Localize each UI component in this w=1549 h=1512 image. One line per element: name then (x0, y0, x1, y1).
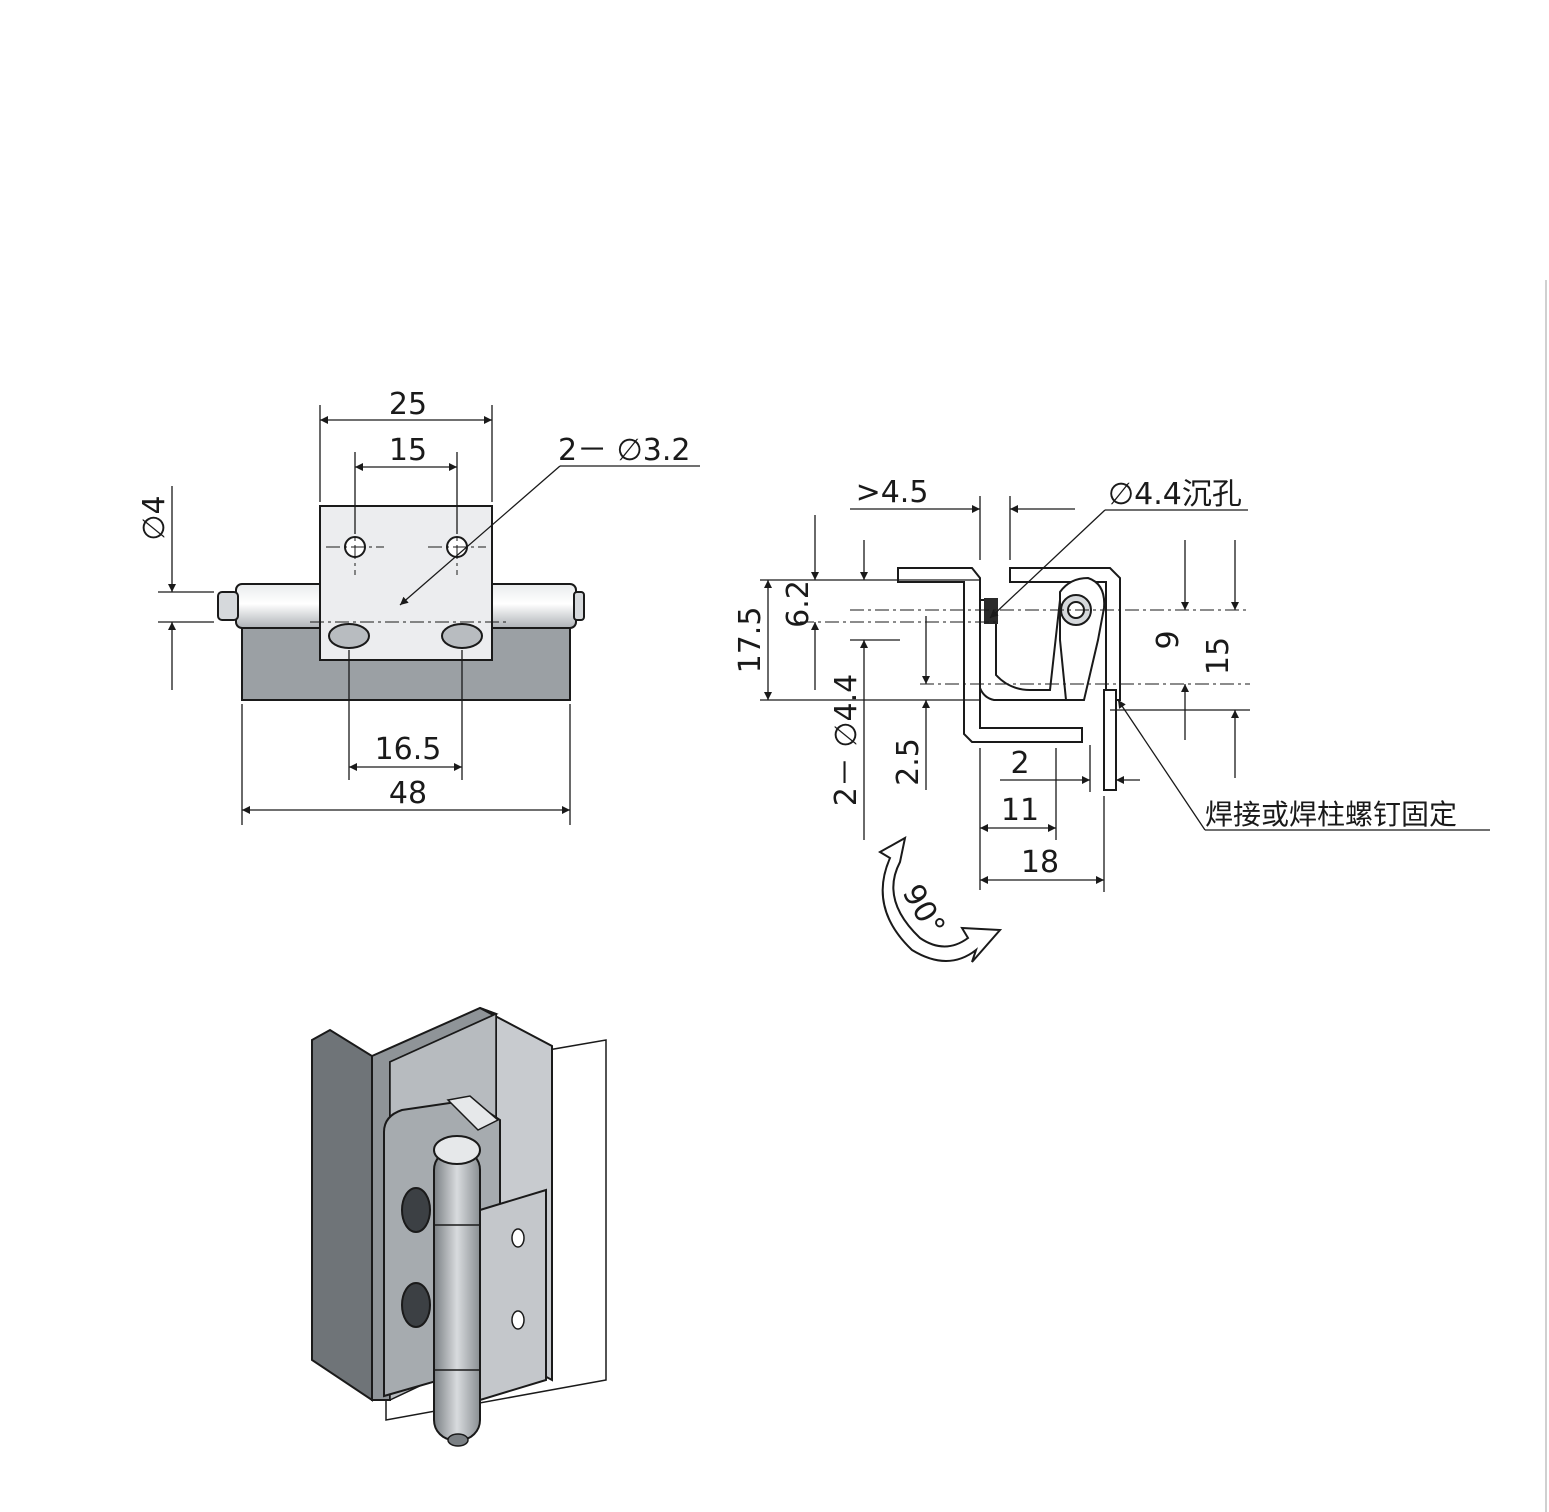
dim-15-side: 15 (1201, 637, 1236, 675)
dim-holes-3-2: 2－ ∅3.2 (558, 433, 690, 468)
countersink-mark (984, 598, 998, 624)
dim-pin-4: ∅4 (137, 495, 172, 540)
dim-gap-4-5: >4.5 (856, 475, 929, 510)
dim-holes-4-4: 2－ ∅4.4 (829, 674, 864, 806)
pin-end-right (573, 591, 585, 621)
left-bracket (897, 567, 1083, 743)
dim-2: 2 (1010, 746, 1029, 781)
door-leaf (1103, 689, 1117, 791)
dim-11: 11 (1001, 793, 1039, 828)
dim-9: 9 (1151, 630, 1186, 649)
weld-note: 焊接或焊柱螺钉固定 (1205, 798, 1457, 831)
rotation-arrow-icon (878, 836, 1003, 963)
dim-17-5: 17.5 (733, 607, 768, 674)
dim-48: 48 (389, 776, 427, 811)
countersink-right (441, 623, 483, 649)
dim-2-5: 2.5 (891, 738, 926, 786)
dim-countersink: ∅4.4沉孔 (1108, 477, 1242, 512)
isometric-view (311, 1006, 607, 1447)
side-view: >4.5 ∅4.4沉孔 6.2 17.5 2－ ∅4.4 2.5 9 15 (733, 475, 1490, 963)
dim-25: 25 (389, 387, 427, 422)
front-view: 25 15 2－ ∅3.2 ∅4 16.5 48 (137, 387, 700, 825)
dim-16-5: 16.5 (375, 732, 442, 767)
dim-6-2: 6.2 (781, 580, 816, 628)
pin-end-left (217, 591, 239, 621)
dim-18: 18 (1021, 845, 1059, 880)
countersink-left (328, 623, 370, 649)
dim-15: 15 (389, 433, 427, 468)
